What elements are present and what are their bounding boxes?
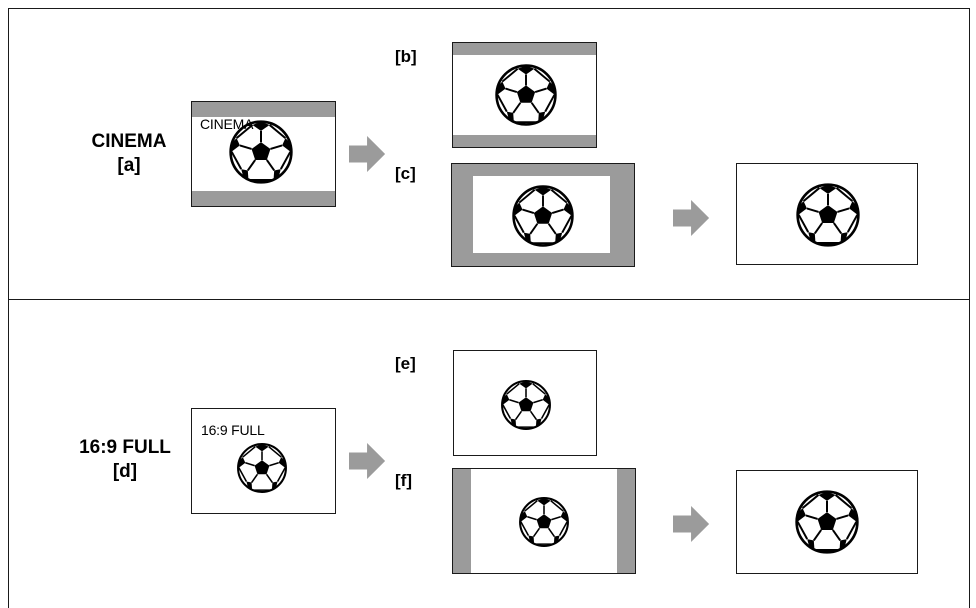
full-osd-text: 16:9 FULL [201, 422, 265, 438]
full-mode-label: 16:9 FULL [d] [61, 436, 189, 484]
screen-b [452, 42, 597, 148]
cinema-mode-name: CINEMA [91, 131, 167, 152]
soccer-ball-icon [500, 369, 552, 441]
label-c: [c] [395, 164, 416, 183]
cinema-screen: CINEMA [191, 101, 336, 207]
soccer-ball-icon [794, 489, 860, 555]
full-mode-name: 16:9 FULL [79, 437, 171, 458]
letterbox-bar-top [453, 43, 596, 55]
full-screen: 16:9 FULL [191, 408, 336, 514]
full-panel: 16:9 FULL [d] 16:9 FULL [e] [f] [8, 299, 970, 608]
soccer-ball-icon [494, 63, 558, 127]
cinema-panel: CINEMA [a] CINEMA [b] [c] [8, 8, 970, 300]
label-f: [f] [395, 471, 412, 490]
letterbox-bar-bottom [192, 191, 335, 206]
screen-e [453, 350, 597, 456]
right-arrow-icon [349, 135, 387, 173]
label-b: [b] [395, 47, 417, 66]
right-arrow-icon [349, 442, 387, 480]
screen-f [452, 468, 636, 574]
label-e: [e] [395, 354, 416, 373]
full-mode-tag: [d] [112, 461, 138, 482]
cinema-osd-text: CINEMA [200, 116, 254, 132]
soccer-ball-icon [795, 182, 861, 248]
pillarbox-bar-right [617, 469, 635, 573]
right-arrow-icon [673, 505, 711, 543]
letterbox-bar-top [192, 102, 335, 117]
cinema-mode-tag: [a] [117, 155, 141, 176]
right-arrow-icon [673, 199, 711, 237]
screen-c [451, 163, 635, 267]
soccer-ball-icon [518, 486, 570, 558]
pillarbox-bar-left [453, 469, 471, 573]
screen-c-result [736, 163, 918, 265]
screen-f-result [736, 470, 918, 574]
letterbox-bar-bottom [453, 135, 596, 147]
soccer-ball-icon [511, 184, 575, 248]
soccer-ball-icon [236, 431, 288, 505]
cinema-mode-label: CINEMA [a] [71, 130, 187, 178]
